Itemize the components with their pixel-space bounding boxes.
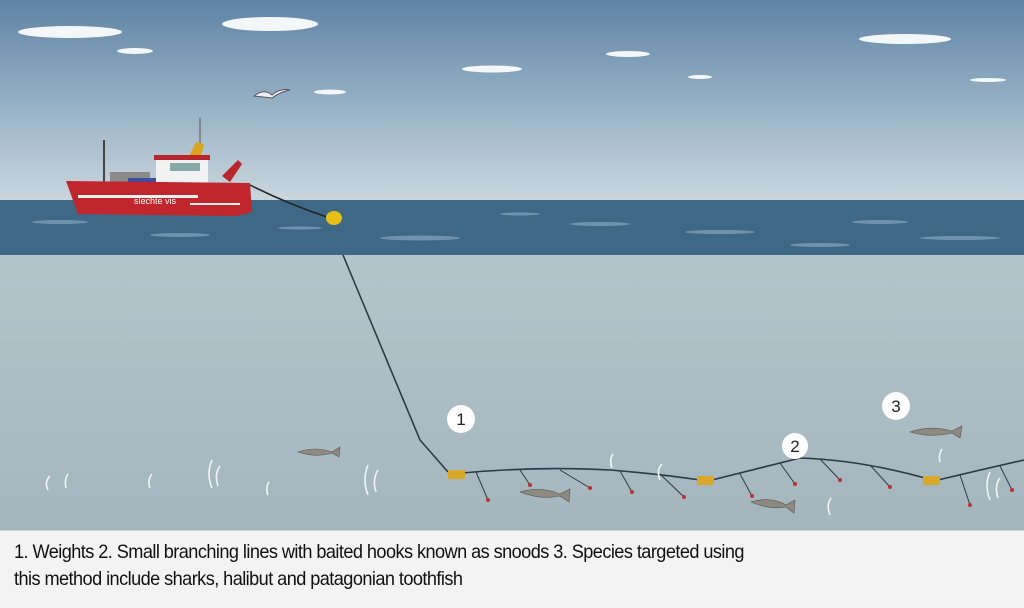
caption-line-2: this method include sharks, halibut and … [14,568,463,590]
buoy [326,211,342,225]
seaweed [45,448,1001,516]
svg-text:2: 2 [790,437,799,456]
fishing-boat: slechte vis [66,118,252,216]
longline [342,254,1024,506]
waves [32,212,1000,247]
svg-text:1: 1 [456,410,465,429]
label-1-weights: 1 [447,405,475,433]
label-3-species: 3 [882,392,910,420]
buoy-rope [249,184,331,219]
baited-hooks [486,478,1014,507]
clouds [18,17,1006,95]
caption-line-1: 1. Weights 2. Small branching lines with… [14,541,745,563]
svg-text:3: 3 [891,397,900,416]
weights [448,470,940,485]
seagull-icon [252,89,291,99]
caption: 1. Weights 2. Small branching lines with… [0,530,1024,608]
longline-fishing-illustration: slechte vis [0,0,1024,530]
fish [297,425,963,514]
sky [0,0,1024,200]
underwater [0,255,1024,530]
label-2-snoods: 2 [782,433,808,459]
boat-name: slechte vis [134,196,177,206]
